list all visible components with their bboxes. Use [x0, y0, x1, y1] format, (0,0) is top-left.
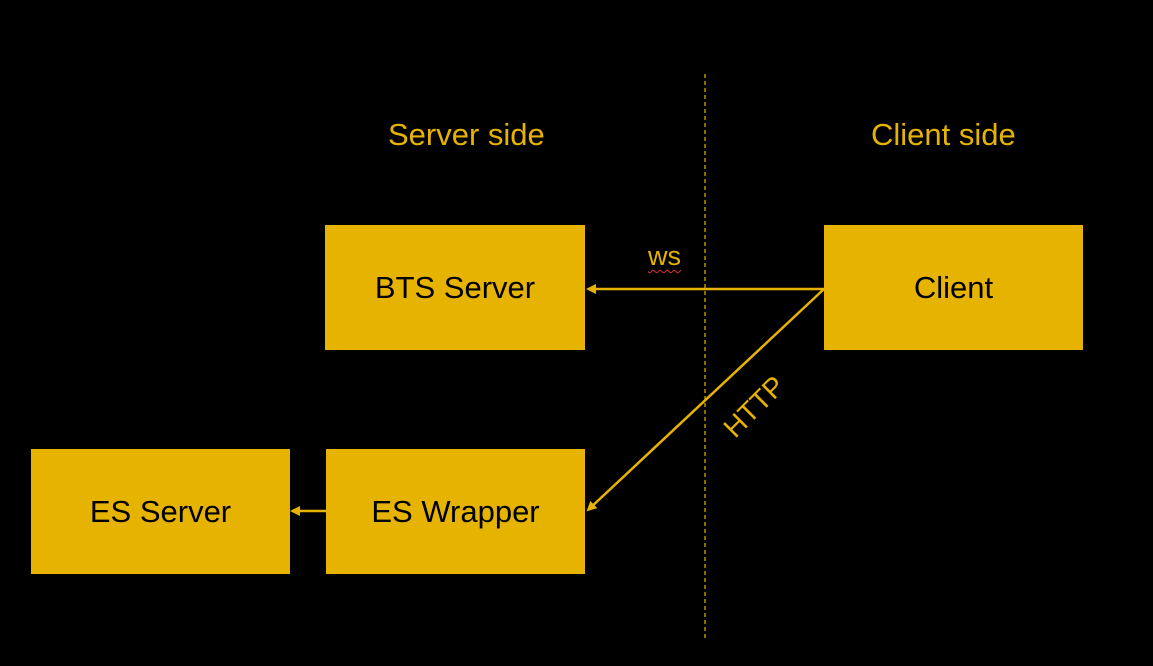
client-node: Client [824, 225, 1083, 350]
ws-edge-label: ws [648, 241, 681, 271]
bts-server-node: BTS Server [325, 225, 585, 350]
bts-server-label: BTS Server [374, 269, 536, 305]
es-wrapper-label: ES Wrapper [371, 493, 540, 529]
es-wrapper-node: ES Wrapper [326, 449, 585, 574]
http-connection-arrow [586, 288, 825, 512]
es-server-node: ES Server [31, 449, 290, 574]
client-label: Client [913, 269, 994, 305]
client-side-heading: Client side [871, 117, 1016, 152]
es-server-label: ES Server [89, 493, 232, 529]
server-side-heading: Server side [388, 117, 545, 152]
